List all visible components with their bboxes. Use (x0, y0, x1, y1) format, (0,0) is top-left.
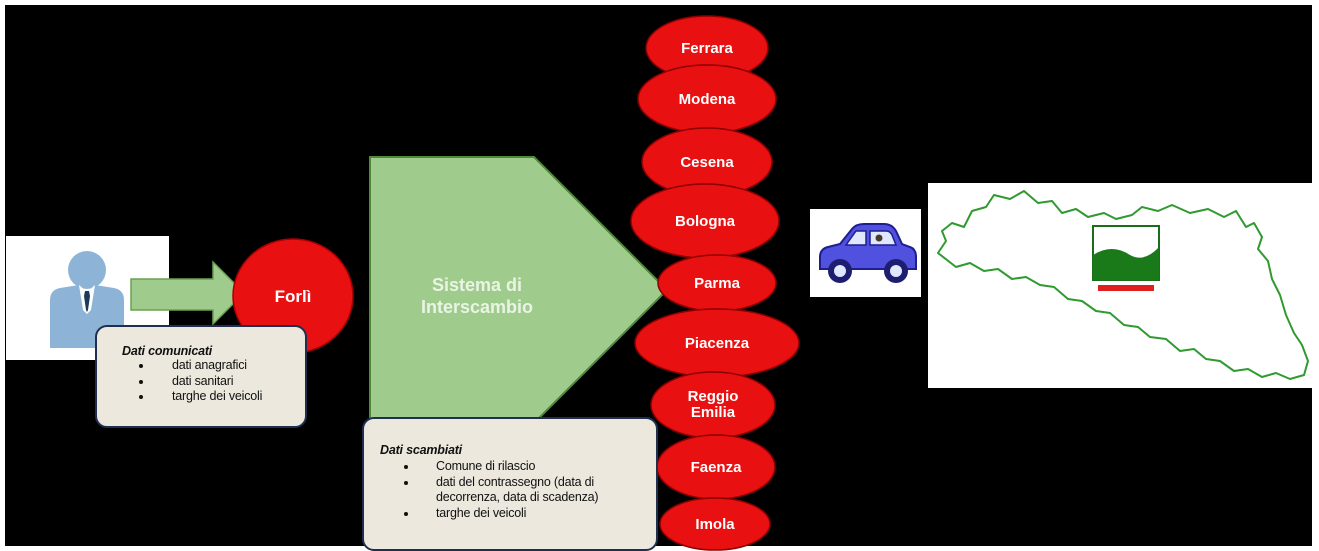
city-label-piacenza: Piacenza (685, 335, 750, 352)
region-logo-icon (1092, 225, 1160, 291)
car-panel (810, 209, 921, 297)
communicated-data-title: Dati comunicati (122, 344, 213, 358)
list-item: dati anagrafici (122, 358, 305, 374)
city-label-imola: Imola (695, 516, 735, 533)
city-label-faenza: Faenza (691, 459, 743, 476)
car-icon (819, 223, 917, 283)
communicated-data-box: Dati comunicati dati anagrafici dati san… (95, 325, 307, 428)
exchanged-data-box: Dati scambiati Comune di rilascio dati d… (362, 417, 658, 551)
exchanged-data-title: Dati scambiati (380, 443, 462, 457)
city-label-modena: Modena (679, 91, 736, 108)
list-item: targhe dei veicoli (380, 506, 656, 522)
source-node-label: Forlì (275, 287, 312, 306)
region-map (937, 190, 1309, 380)
region-map-panel (928, 183, 1315, 388)
exchange-system-label: Sistema di Interscambio (392, 274, 562, 318)
exchange-system-line2: Interscambio (420, 297, 534, 317)
list-item: dati del contrassegno (data di decorrenz… (380, 475, 656, 506)
exchange-system-arrow (369, 156, 669, 424)
list-item: dati sanitari (122, 374, 305, 390)
city-label-bologna: Bologna (675, 213, 736, 230)
city-label-parma: Parma (694, 275, 741, 292)
city-nodes (630, 15, 800, 551)
city-labels: FerraraModenaCesenaBolognaParmaPiacenzaR… (675, 40, 750, 533)
list-item: targhe dei veicoli (122, 389, 305, 405)
city-label-ferrara: Ferrara (681, 40, 733, 57)
exchange-system-line1: Sistema di (431, 275, 523, 295)
communicated-data-list: dati anagrafici dati sanitari targhe dei… (122, 358, 305, 405)
city-label-cesena: Cesena (680, 154, 734, 171)
exchanged-data-list: Comune di rilascio dati del contrassegno… (380, 459, 656, 521)
flow-arrow (130, 260, 246, 326)
city-node-imola (659, 497, 771, 551)
list-item: Comune di rilascio (380, 459, 656, 475)
region-logo (1092, 225, 1160, 303)
